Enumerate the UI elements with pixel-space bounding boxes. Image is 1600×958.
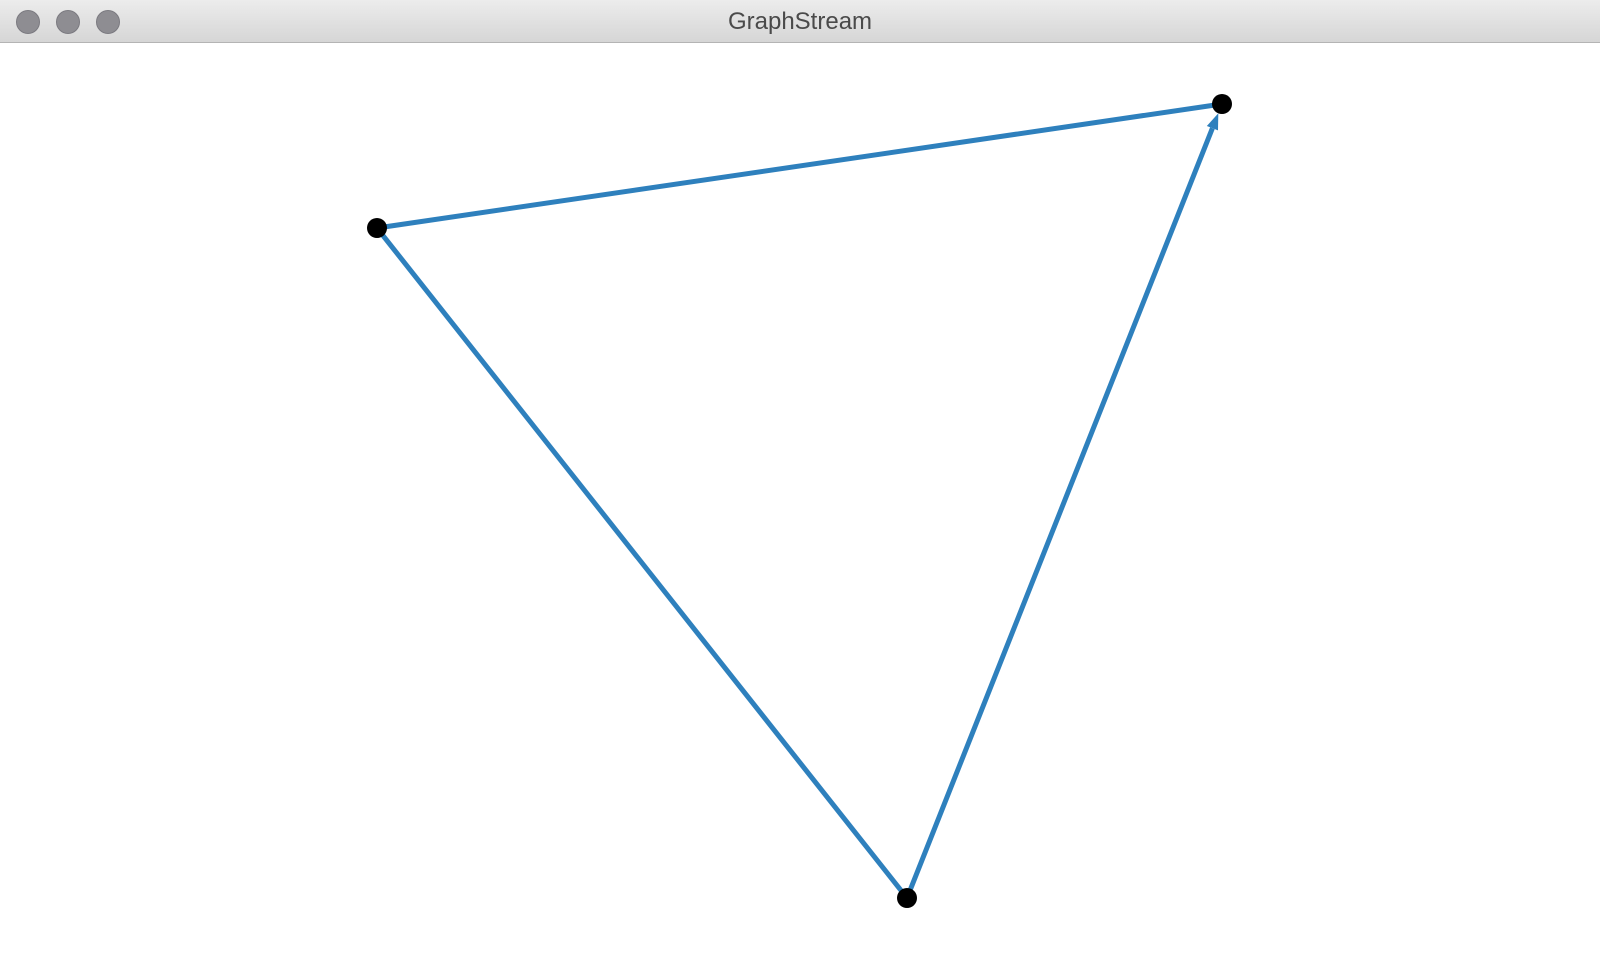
graph-node-A[interactable] <box>367 218 387 238</box>
edges-layer <box>375 101 1223 900</box>
graph-view[interactable] <box>0 43 1600 958</box>
window-title: GraphStream <box>727 8 873 35</box>
close-button[interactable] <box>16 10 40 34</box>
edge-arrowhead-C-B <box>1206 113 1219 131</box>
graph-canvas[interactable] <box>0 43 1600 958</box>
window-titlebar[interactable]: GraphStream <box>0 0 1600 43</box>
zoom-button[interactable] <box>96 10 120 34</box>
nodes-layer <box>367 94 1232 908</box>
edge-A-B[interactable] <box>376 101 1223 231</box>
edge-A-C[interactable] <box>375 226 909 900</box>
graph-node-B[interactable] <box>1212 94 1232 114</box>
edge-C-B[interactable] <box>904 127 1215 899</box>
graph-node-C[interactable] <box>897 888 917 908</box>
minimize-button[interactable] <box>56 10 80 34</box>
